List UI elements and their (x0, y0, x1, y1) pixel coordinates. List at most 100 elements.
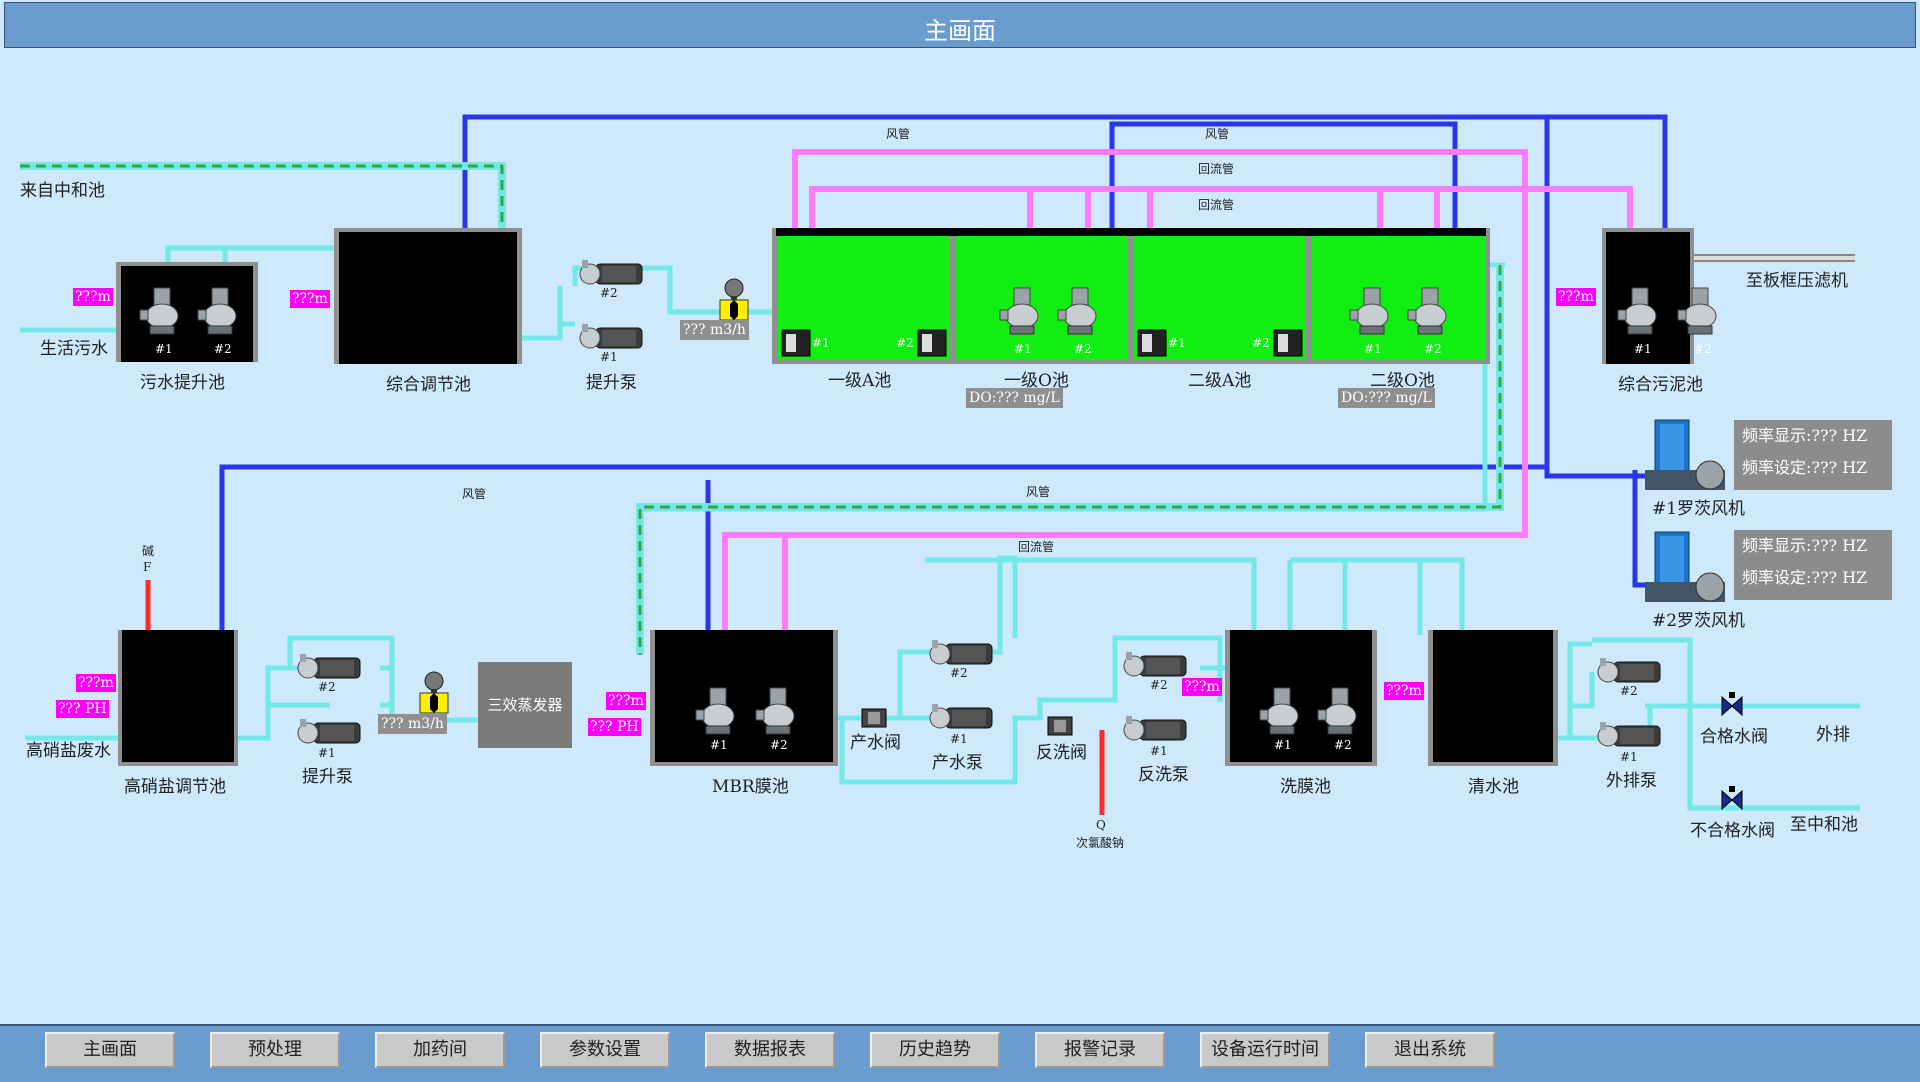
nav-exit[interactable]: 退出系统 (1365, 1032, 1495, 1068)
label-return-pipe-1: 回流管 (1198, 162, 1235, 176)
tag-o1-1: #1 (1014, 342, 1032, 356)
blower-1-freq-display: 频率显示:??? HZ (1742, 426, 1868, 445)
label-product-valve: 产水阀 (850, 733, 901, 753)
tag-discharge-2: #2 (1620, 684, 1638, 698)
blower-2-freq-display: 频率显示:??? HZ (1742, 536, 1868, 555)
flowmeter-nitrate (419, 671, 449, 714)
label-air-pipe-1: 风管 (886, 127, 911, 141)
bio-tank[interactable] (772, 228, 1490, 364)
flow-lift: ??? m3/h (680, 320, 749, 340)
label-lift-pump-top: 提升泵 (586, 373, 637, 393)
level-clear: ???m (1384, 682, 1424, 700)
mixer-a1-2[interactable] (917, 329, 947, 357)
nitrate-pump-2[interactable] (297, 653, 361, 679)
level-mbr: ???m (606, 692, 646, 710)
blower-1-freq-set[interactable]: 频率设定:??? HZ (1742, 458, 1868, 477)
tank-equalization[interactable] (334, 228, 522, 364)
do-o1: DO:??? mg/L (966, 388, 1063, 408)
dosing-lines (145, 580, 1105, 815)
level-sludge: ???m (1556, 288, 1596, 306)
tank-label-sludge: 综合污泥池 (1618, 375, 1703, 395)
tag-lift-2: #2 (600, 286, 618, 300)
page-title: 主画面 (924, 17, 996, 45)
label-hypochlorite-tag: Q (1096, 818, 1106, 832)
backwash-pump-2[interactable] (1123, 651, 1187, 677)
nitrate-pump-1[interactable] (297, 718, 361, 744)
tag-product-2: #2 (950, 666, 968, 680)
tag-product-1: #1 (950, 732, 968, 746)
air-pipes (219, 114, 1668, 630)
label-discharge: 外排 (1816, 725, 1850, 745)
lift-pump-1[interactable] (579, 323, 643, 349)
label-return-pipe-3: 回流管 (1018, 540, 1055, 554)
tag-sewage-1: #1 (155, 342, 173, 356)
discharge-pump-2[interactable] (1597, 657, 1661, 683)
tag-nitrate-2: #2 (318, 680, 336, 694)
tank-nitrate-eq[interactable] (118, 630, 238, 766)
mixer-a1-1[interactable] (781, 329, 811, 357)
tank-sewage-lift[interactable] (116, 262, 258, 362)
label-discharge-pump: 外排泵 (1606, 771, 1657, 791)
tank-clear[interactable] (1428, 630, 1558, 766)
label-hypochlorite: 次氯酸钠 (1076, 836, 1125, 850)
nav-reports[interactable]: 数据报表 (705, 1032, 835, 1068)
backwash-valve[interactable] (1047, 716, 1073, 736)
lift-pump-2[interactable] (579, 259, 643, 285)
tank-label-a1: 一级A池 (828, 371, 892, 391)
label-from-neutral: 来自中和池 (20, 181, 105, 201)
nav-pretreatment[interactable]: 预处理 (210, 1032, 340, 1068)
flowmeter-lift (719, 278, 749, 321)
product-pump-2[interactable] (929, 639, 993, 665)
tag-mixer-a2-2: #2 (1252, 336, 1270, 350)
label-air-pipe-2: 风管 (1205, 127, 1230, 141)
label-blower-2: #2罗茨风机 (1652, 611, 1746, 631)
tank-label-equalization: 综合调节池 (386, 375, 471, 395)
discharge-pump-1[interactable] (1597, 721, 1661, 747)
ph-nitrate-eq: ??? PH (56, 700, 109, 718)
tank-label-a2: 二级A池 (1188, 371, 1252, 391)
tag-backwash-1: #1 (1150, 744, 1168, 758)
nav-history[interactable]: 历史趋势 (870, 1032, 1000, 1068)
level-equalization: ???m (290, 290, 330, 308)
nav-main[interactable]: 主画面 (45, 1032, 175, 1068)
tag-discharge-1: #1 (1620, 750, 1638, 764)
nav-parameters[interactable]: 参数设置 (540, 1032, 670, 1068)
tank-mbr[interactable] (650, 630, 838, 766)
tag-o2-2: #2 (1424, 342, 1442, 356)
tank-wash[interactable] (1225, 630, 1377, 766)
label-backwash-pump: 反洗泵 (1138, 765, 1189, 785)
tank-label-nitrate-eq: 高硝盐调节池 (124, 777, 226, 797)
tank-label-sewage-lift: 污水提升池 (140, 373, 225, 393)
tank-label-o2: 二级O池 (1370, 371, 1435, 391)
tag-lift-1: #1 (600, 350, 618, 364)
blower-1[interactable] (1645, 419, 1725, 490)
blower-2[interactable] (1645, 531, 1725, 602)
tank-label-clear: 清水池 (1468, 777, 1519, 797)
tag-o1-2: #2 (1074, 342, 1092, 356)
backwash-pump-1[interactable] (1123, 715, 1187, 741)
tag-mbr-2: #2 (770, 738, 788, 752)
tag-nitrate-1: #1 (318, 746, 336, 760)
label-alkali: 碱 (142, 544, 155, 558)
evaporator[interactable]: 三效蒸发器 (478, 662, 572, 748)
label-to-filter-press: 至板框压滤机 (1746, 271, 1848, 291)
label-alkali-tag: F (143, 560, 152, 574)
nav-dosing[interactable]: 加药间 (375, 1032, 505, 1068)
mixer-a2-2[interactable] (1273, 329, 1303, 357)
product-pump-1[interactable] (929, 703, 993, 729)
tank-label-o1: 一级O池 (1004, 371, 1069, 391)
tag-mixer-a1-1: #1 (812, 336, 830, 350)
label-air-pipe-4: 风管 (1026, 485, 1051, 499)
tag-sludge-2: #2 (1694, 342, 1712, 356)
tag-o2-1: #1 (1364, 342, 1382, 356)
mixer-a2-1[interactable] (1137, 329, 1167, 357)
blower-2-freq-set[interactable]: 频率设定:??? HZ (1742, 568, 1868, 587)
label-blower-1: #1罗茨风机 (1652, 499, 1746, 519)
product-valve[interactable] (861, 708, 887, 728)
label-product-pump: 产水泵 (932, 753, 983, 773)
nav-runtime[interactable]: 设备运行时间 (1200, 1032, 1330, 1068)
inlet-neutral-pipe (20, 162, 1504, 655)
blower-2-freq-panel: 频率显示:??? HZ 频率设定:??? HZ (1734, 530, 1892, 600)
nav-alarms[interactable]: 报警记录 (1035, 1032, 1165, 1068)
